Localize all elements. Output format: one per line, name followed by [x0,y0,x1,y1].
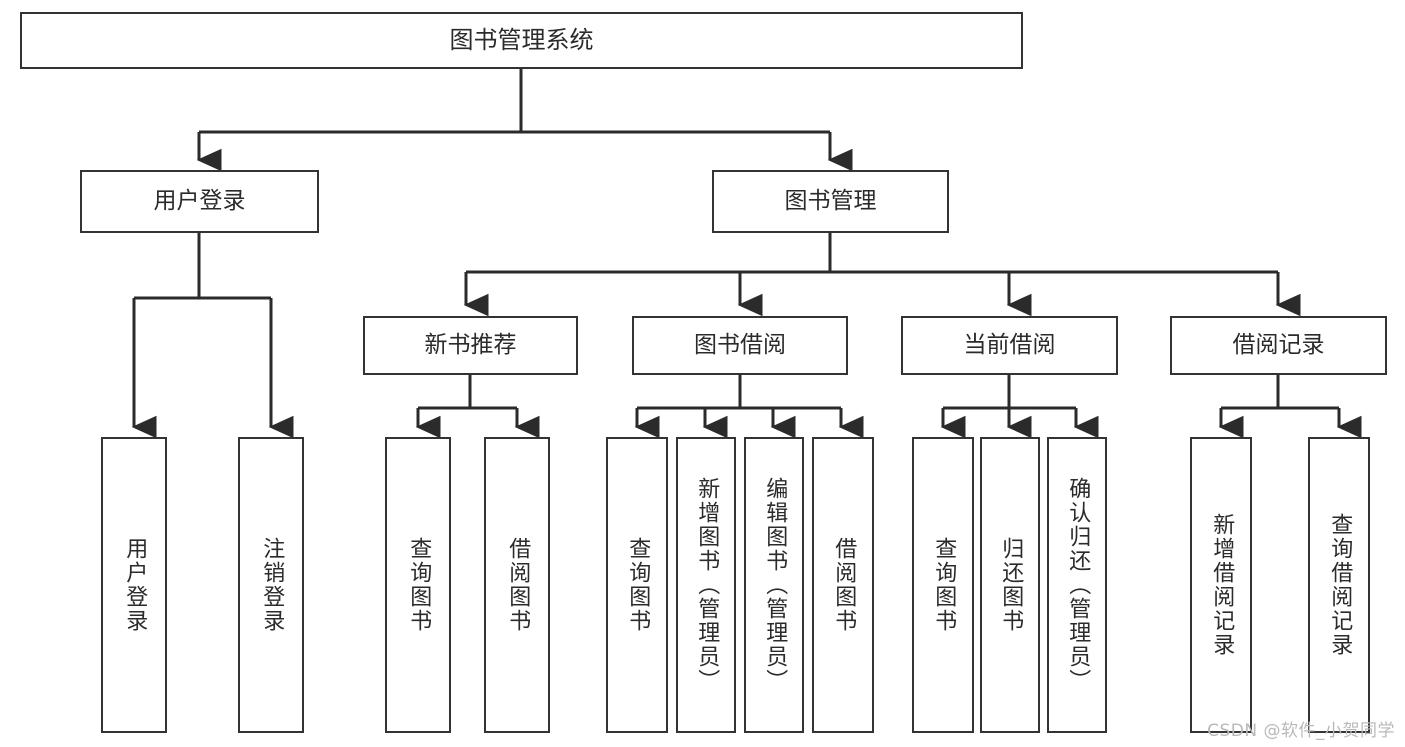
node-user-login[interactable]: 用户登录 [80,170,319,233]
node-label: 图书管理 [784,187,877,214]
leaf-user-login[interactable]: 用户登录 [101,437,167,733]
leaf-borrow-book-2[interactable]: 借阅图书 [812,437,874,733]
node-label: 归还图书 [998,537,1024,633]
node-book-management[interactable]: 图书管理 [712,170,949,233]
node-label: 当前借阅 [963,331,1056,358]
node-label: 确认归还（管理员） [1065,477,1091,693]
node-label: 新增借阅记录 [1209,513,1235,657]
leaf-query-book-3[interactable]: 查询图书 [912,437,974,733]
node-label: 借阅图书 [831,537,857,633]
leaf-borrow-book-1[interactable]: 借阅图书 [484,437,550,733]
node-borrow-record[interactable]: 借阅记录 [1170,316,1387,375]
watermark-text: CSDN @软件_小贺同学 [1207,721,1395,741]
node-label: 图书借阅 [694,331,786,358]
leaf-query-book-1[interactable]: 查询图书 [385,437,451,733]
node-label: 图书管理系统 [449,26,594,55]
node-label: 借阅图书 [505,537,531,633]
leaf-query-record[interactable]: 查询借阅记录 [1308,437,1370,733]
leaf-logout[interactable]: 注销登录 [238,437,304,733]
node-new-book-recommend[interactable]: 新书推荐 [363,316,578,375]
leaf-edit-book[interactable]: 编辑图书（管理员） [744,437,804,733]
node-label: 新书推荐 [424,331,517,358]
node-label: 查询图书 [406,537,432,633]
node-label: 查询借阅记录 [1327,513,1353,657]
node-root-system[interactable]: 图书管理系统 [20,12,1023,69]
node-label: 查询图书 [625,537,651,633]
node-label: 查询图书 [931,537,957,633]
node-label: 借阅记录 [1232,331,1325,358]
leaf-confirm-return[interactable]: 确认归还（管理员） [1047,437,1107,733]
leaf-return-book[interactable]: 归还图书 [980,437,1040,733]
leaf-query-book-2[interactable]: 查询图书 [606,437,668,733]
node-current-borrow[interactable]: 当前借阅 [901,316,1118,375]
node-label: 用户登录 [122,537,148,633]
node-label: 新增图书（管理员） [694,477,720,693]
leaf-add-book[interactable]: 新增图书（管理员） [676,437,736,733]
leaf-add-record[interactable]: 新增借阅记录 [1190,437,1252,733]
node-book-borrow[interactable]: 图书借阅 [632,316,848,375]
node-label: 注销登录 [259,537,285,633]
node-label: 编辑图书（管理员） [762,477,788,693]
node-label: 用户登录 [153,187,246,214]
